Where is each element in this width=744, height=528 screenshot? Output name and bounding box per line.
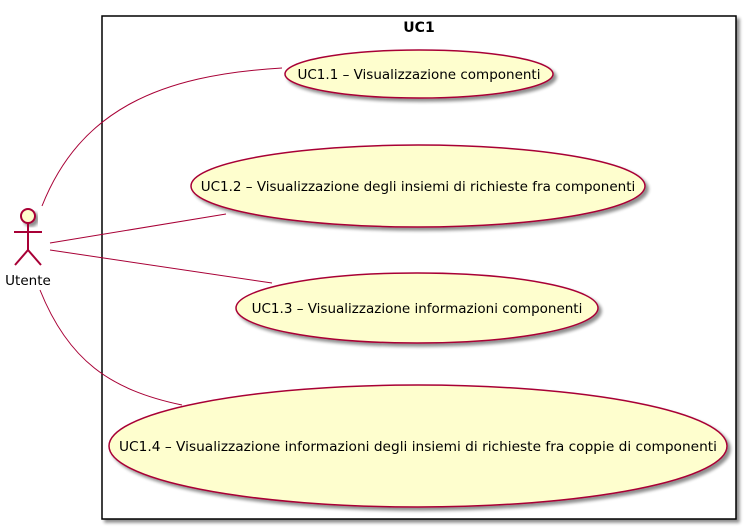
use-case-label: UC1.2 – Visualizzazione degli insiemi di… bbox=[201, 179, 636, 195]
association-uc1-2 bbox=[49, 213, 227, 244]
actor-name: Utente bbox=[5, 273, 51, 289]
use-case-uc1-2[interactable]: UC1.2 – Visualizzazione degli insiemi di… bbox=[190, 144, 646, 228]
actor-head bbox=[20, 208, 36, 224]
association-uc1-4 bbox=[39, 289, 183, 406]
use-case-label: UC1.4 – Visualizzazione informazioni deg… bbox=[119, 439, 717, 455]
use-case-label: UC1.3 – Visualizzazione informazioni com… bbox=[252, 301, 583, 317]
use-case-uc1-3[interactable]: UC1.3 – Visualizzazione informazioni com… bbox=[235, 272, 599, 344]
use-case-uc1-1[interactable]: UC1.1 – Visualizzazione componenti bbox=[284, 49, 554, 99]
association-uc1-1 bbox=[41, 67, 283, 207]
association-uc1-3 bbox=[49, 249, 273, 284]
actor-utente[interactable]: Utente bbox=[5, 208, 51, 289]
use-case-uc1-4[interactable]: UC1.4 – Visualizzazione informazioni deg… bbox=[108, 384, 728, 508]
associations bbox=[39, 67, 283, 406]
system-title: UC1 bbox=[403, 20, 434, 36]
use-case-label: UC1.1 – Visualizzazione componenti bbox=[298, 67, 541, 83]
